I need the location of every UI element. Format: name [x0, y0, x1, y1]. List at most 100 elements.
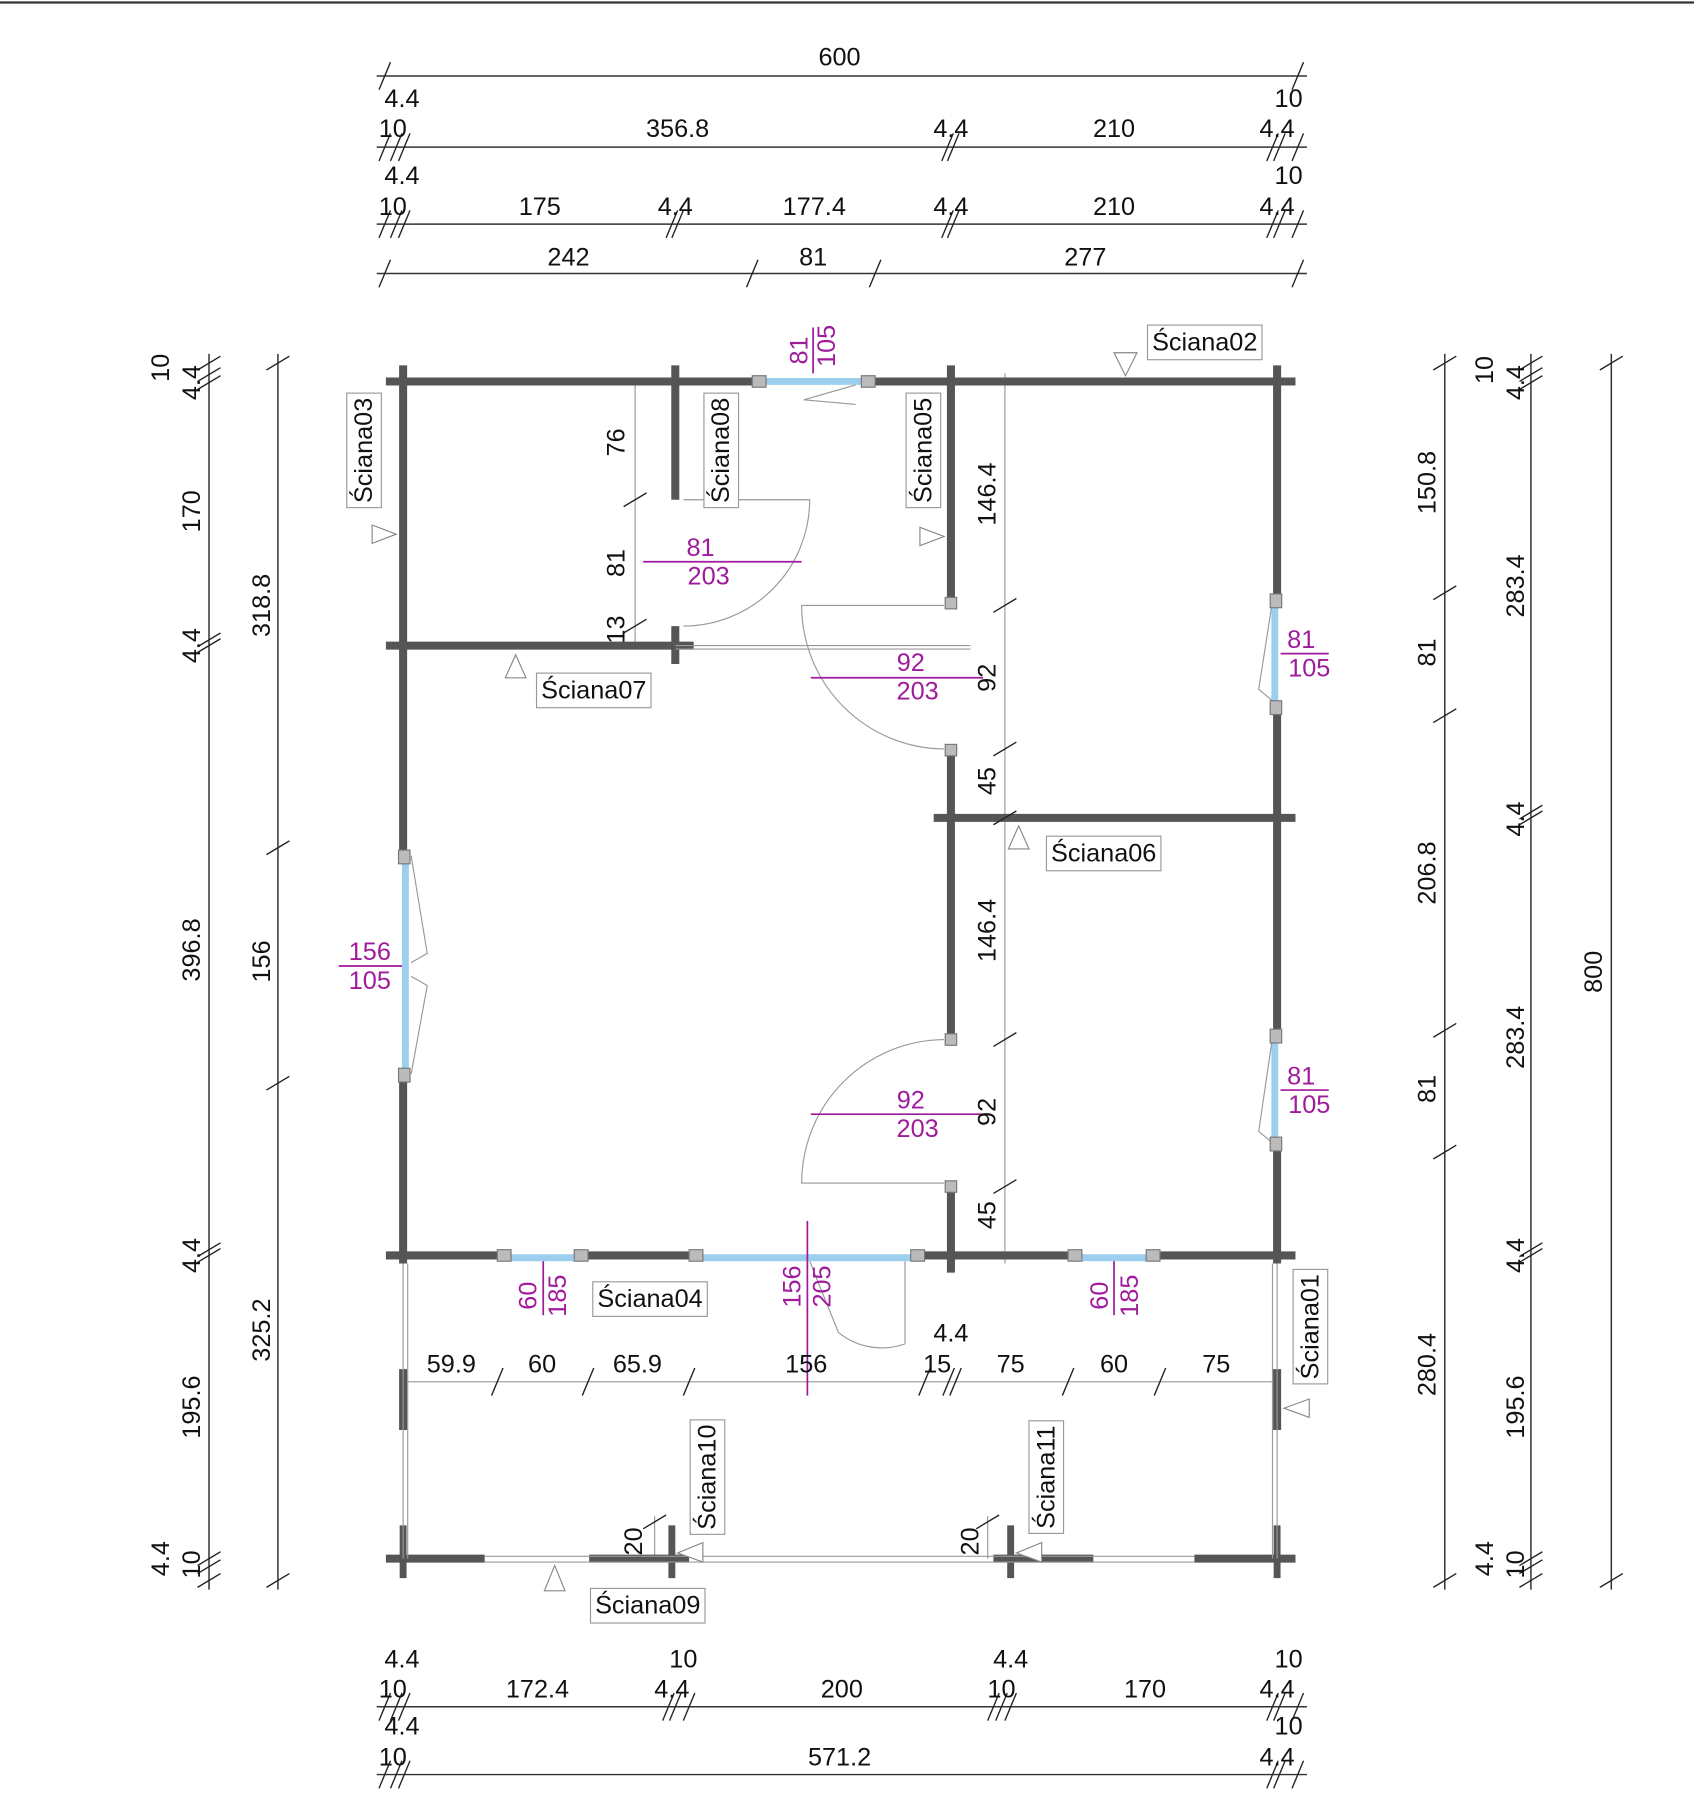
- bottom-dimension-label: 4.4: [384, 1712, 419, 1740]
- right-dimension-label: 81: [1414, 1075, 1442, 1103]
- opening-size-label: 105: [813, 325, 841, 367]
- opening-size-label: 156: [349, 938, 391, 966]
- wall-tag-boxes: [346, 324, 1329, 1624]
- dimension-tick: [1291, 1692, 1305, 1721]
- bottom-dimension-label: 10: [379, 1676, 407, 1704]
- dimension-tick: [1519, 375, 1543, 391]
- bottom-dimension-label: 4.4: [1260, 1743, 1295, 1771]
- bottom-dimension-label: 10: [669, 1646, 697, 1674]
- top-dimension-label: 4.4: [658, 193, 693, 221]
- dimension-tick: [949, 1367, 962, 1396]
- dimension-tick: [1266, 133, 1279, 162]
- right-dimension-label: 800: [1580, 951, 1608, 993]
- wall-tag-box: [689, 1419, 726, 1535]
- bottom-dimension-label: 571.2: [808, 1743, 871, 1771]
- wall-tag-box: [1146, 324, 1263, 361]
- dimension-tick: [1519, 1572, 1543, 1588]
- opening-size-label: 81: [1287, 1062, 1315, 1090]
- dimension-tick: [868, 259, 882, 288]
- dimension-tick: [1432, 355, 1457, 371]
- dimension-tick: [1291, 210, 1305, 239]
- bottom-dimension-label: 10: [379, 1743, 407, 1771]
- top-dimension-label: 4.4: [384, 162, 419, 190]
- interior-dimension-label: 45: [974, 767, 1002, 795]
- interior-dimension-label: 75: [997, 1351, 1025, 1379]
- dimension-tick: [1519, 810, 1543, 826]
- right-dimension-label: 81: [1414, 638, 1442, 666]
- dimension-tick: [995, 1692, 1008, 1721]
- top-dimension-label: 277: [1064, 243, 1106, 271]
- top-dimension-label: 4.4: [933, 115, 968, 143]
- wall-tag: Ściana07: [541, 674, 646, 704]
- dimension-tick: [1291, 61, 1305, 91]
- opening-size-label: 185: [1116, 1275, 1144, 1317]
- wall-tag: Ściana04: [597, 1283, 702, 1313]
- wall-tag: Ściana05: [907, 398, 937, 503]
- bottom-dimension-label: 170: [1124, 1676, 1166, 1704]
- dimension-tick: [266, 355, 290, 371]
- bottom-dimension-label: 10: [1275, 1712, 1303, 1740]
- dimension-tick: [1153, 1367, 1167, 1396]
- opening-size-label: 81: [1287, 626, 1315, 654]
- dimension-tick: [941, 210, 954, 239]
- dimension-tick: [662, 1692, 675, 1721]
- interior-dimension-label: 146.4: [974, 899, 1002, 962]
- left-dimension-label: 10: [147, 354, 175, 382]
- opening-size-label: 105: [1288, 1091, 1330, 1119]
- dimension-tick: [197, 632, 221, 648]
- top-dimension-label: 177.4: [783, 193, 846, 221]
- dimension-tick: [1273, 210, 1286, 239]
- dimension-tick: [197, 1247, 221, 1263]
- top-dimension-label: 600: [818, 44, 860, 72]
- wall-tag: Ściana03: [348, 398, 378, 503]
- dimension-tick: [266, 840, 290, 856]
- right-dimension-label: 4.4: [1502, 365, 1530, 400]
- dimension-tick: [671, 210, 684, 239]
- wall-tag: Ściana11: [1030, 1425, 1060, 1528]
- dimension-tick: [397, 1760, 411, 1789]
- opening-size-label: 203: [897, 1115, 939, 1143]
- wall-tag-box: [589, 1587, 706, 1624]
- dimension-tick: [1004, 1692, 1018, 1721]
- wall-tag-box: [346, 392, 382, 509]
- dimension-tick: [197, 638, 221, 654]
- dimension-tick: [197, 355, 221, 371]
- dimension-tick: [378, 259, 392, 288]
- dimension-tick: [197, 367, 221, 383]
- top-dimension-label: 242: [547, 243, 589, 271]
- right-dimension-label: 195.6: [1502, 1375, 1530, 1438]
- dimension-tick: [389, 1760, 403, 1789]
- dimension-tick: [389, 1692, 403, 1721]
- interior-dimension-label: 146.4: [974, 462, 1002, 525]
- dimension-tick: [623, 618, 647, 634]
- wall-tag-box: [1045, 835, 1162, 872]
- wall-tag-box: [592, 1281, 708, 1317]
- dimension-tick: [1519, 367, 1543, 383]
- dimension-tick: [1432, 708, 1457, 724]
- left-dimension-label: 170: [178, 490, 206, 532]
- top-dimension-label: 210: [1093, 193, 1135, 221]
- dimension-tick: [975, 1514, 1000, 1530]
- dimension-tick: [1266, 210, 1279, 239]
- dimension-tick: [378, 1760, 392, 1789]
- top-dimension-label: 10: [379, 115, 407, 143]
- right-dimension-label: 10: [1471, 356, 1499, 384]
- walls: [385, 365, 1296, 1579]
- dimension-tick: [946, 210, 960, 239]
- dimension-tick: [987, 1692, 1000, 1721]
- dimension-tick: [682, 1367, 696, 1396]
- interior-dimension-label: 92: [974, 664, 1002, 692]
- opening-size-label: 203: [897, 678, 939, 706]
- dimension-tick: [665, 210, 679, 239]
- left-dimension-label: 325.2: [248, 1299, 276, 1362]
- dimension-tick: [581, 1367, 595, 1396]
- dimension-tick: [1273, 133, 1286, 162]
- right-dimension-label: 206.8: [1414, 841, 1442, 904]
- opening-size-label: 60: [514, 1282, 542, 1310]
- wall-tag-box: [905, 392, 942, 509]
- dimension-tick: [1519, 804, 1543, 820]
- opening-size-label: 105: [349, 967, 391, 995]
- left-dimension-label: 4.4: [178, 1238, 206, 1273]
- dimension-tick: [1432, 1144, 1457, 1160]
- left-dimension-label: 195.6: [178, 1375, 206, 1438]
